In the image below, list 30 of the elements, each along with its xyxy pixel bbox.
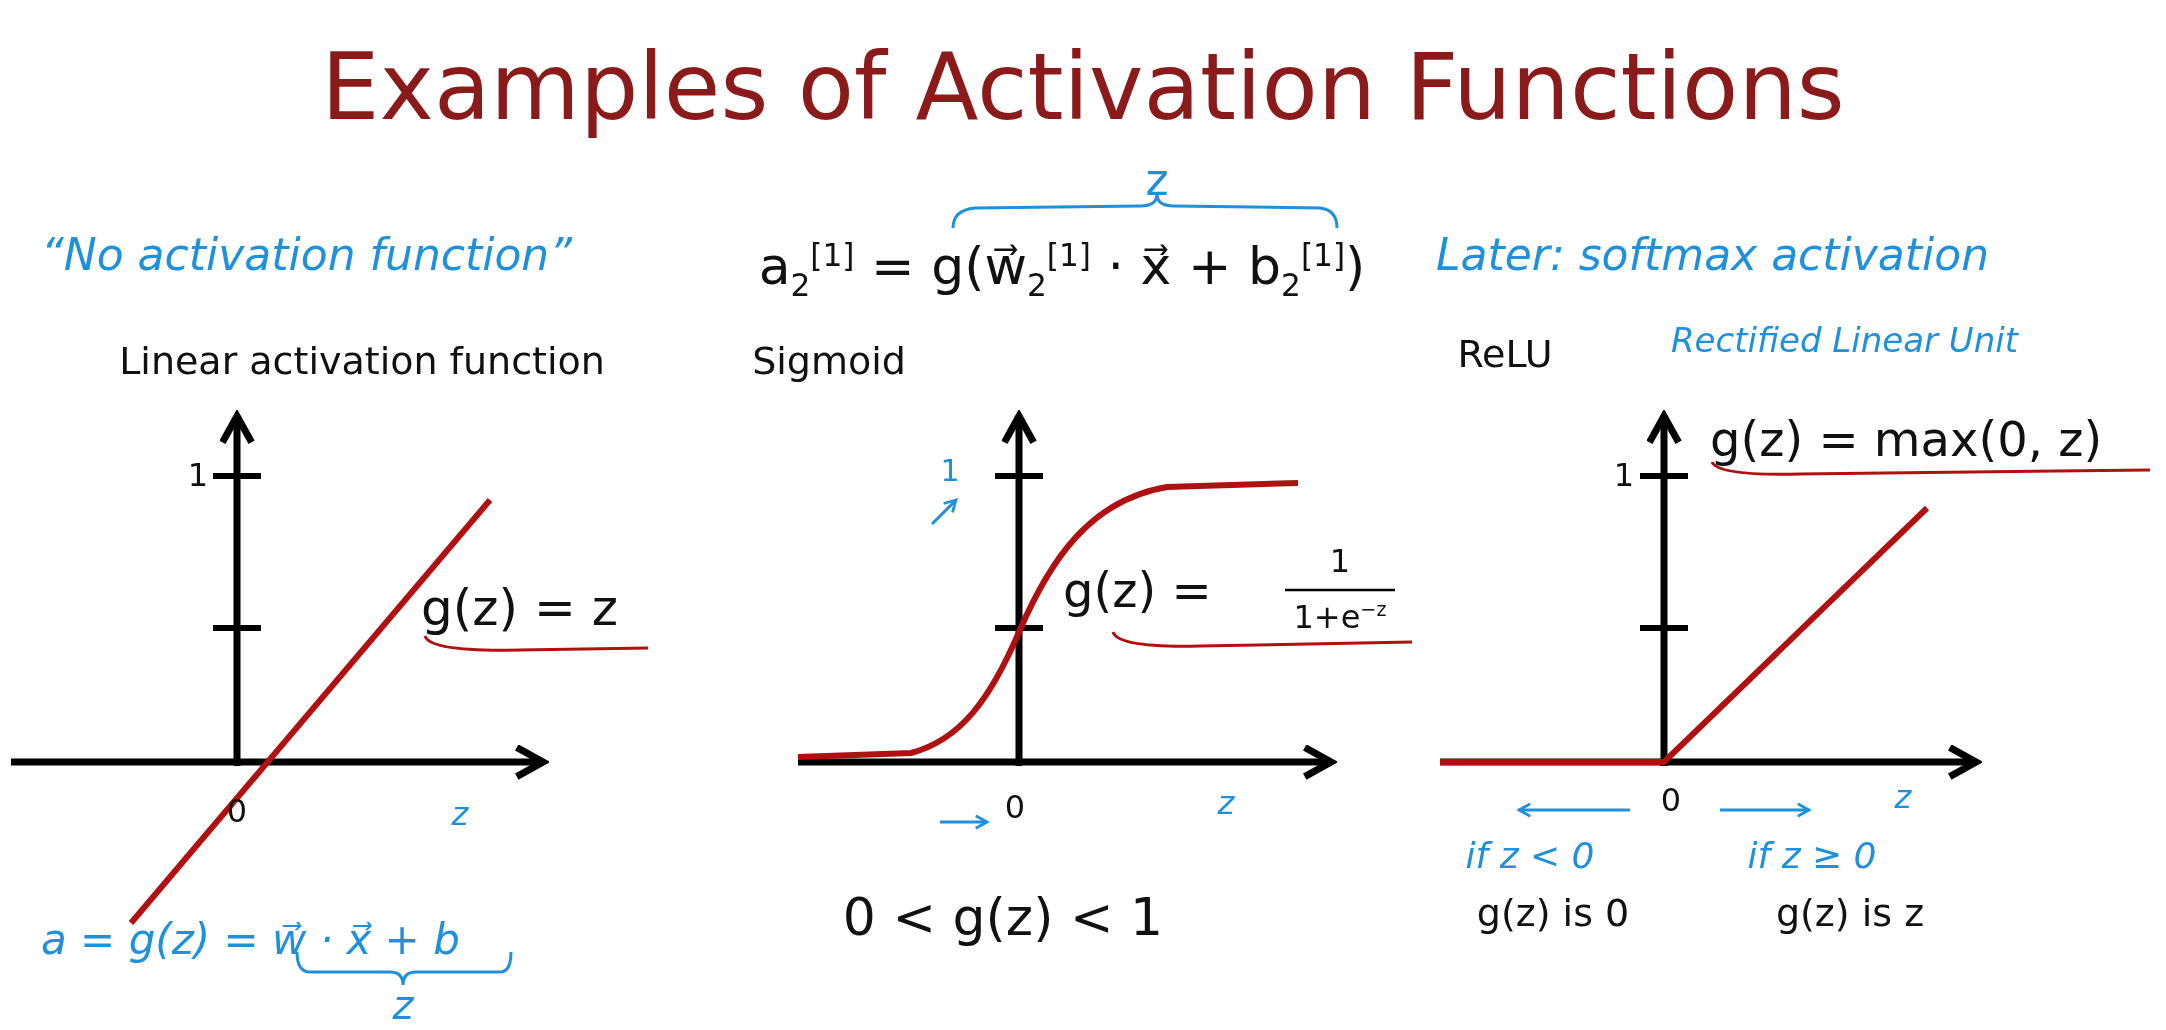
formula: g(z) = max(0, z)	[1710, 412, 2103, 466]
plot-title: Sigmoid	[752, 341, 906, 383]
tick-label: 0	[226, 794, 248, 830]
tick-label: 1	[187, 458, 208, 494]
handwritten-note: if z < 0	[1465, 836, 1595, 876]
handwritten-note: g(z) is 0	[1476, 893, 1630, 935]
plot-title: Linear activation function	[119, 341, 605, 383]
tick-label: 1	[940, 453, 960, 487]
axis-label: z	[1217, 786, 1235, 822]
fraction-denominator: 1+e$^{−z}$	[1293, 599, 1387, 635]
axis-label: z	[451, 797, 469, 833]
formula: g(z) =	[1063, 563, 1212, 617]
formula: a$_{2}$$^{[1]}$ = g(w⃗$_{2}$$^{[1]}$ · x⃗ + b$_{2}$$^{[1]}$)	[758, 238, 1366, 302]
slide-title: Examples of Activation Functions	[321, 37, 1845, 139]
formula: 0 < g(z) < 1	[842, 889, 1164, 947]
tick-label: 0	[1660, 783, 1682, 819]
handwritten-note: g(z) is z	[1775, 893, 1925, 935]
handwritten-note: “No activation function”	[41, 230, 573, 280]
handwritten-note: if z ≥ 0	[1747, 836, 1877, 876]
plot-title: ReLU	[1457, 334, 1553, 376]
handwritten-note: Rectified Linear Unit	[1671, 322, 2018, 360]
tick-label: 0	[1004, 790, 1026, 826]
tick-label: 1	[1613, 458, 1634, 494]
brace-label: z	[1145, 155, 1169, 205]
fraction-numerator: 1	[1329, 544, 1351, 580]
handwritten-note: a = g(z) = w⃗ · x⃗ + b	[41, 916, 460, 964]
axis-label: z	[1894, 780, 1912, 816]
formula: g(z) = z	[421, 580, 618, 636]
handwritten-note: Later: softmax activation	[1436, 230, 1990, 280]
brace-label: z	[392, 983, 414, 1027]
